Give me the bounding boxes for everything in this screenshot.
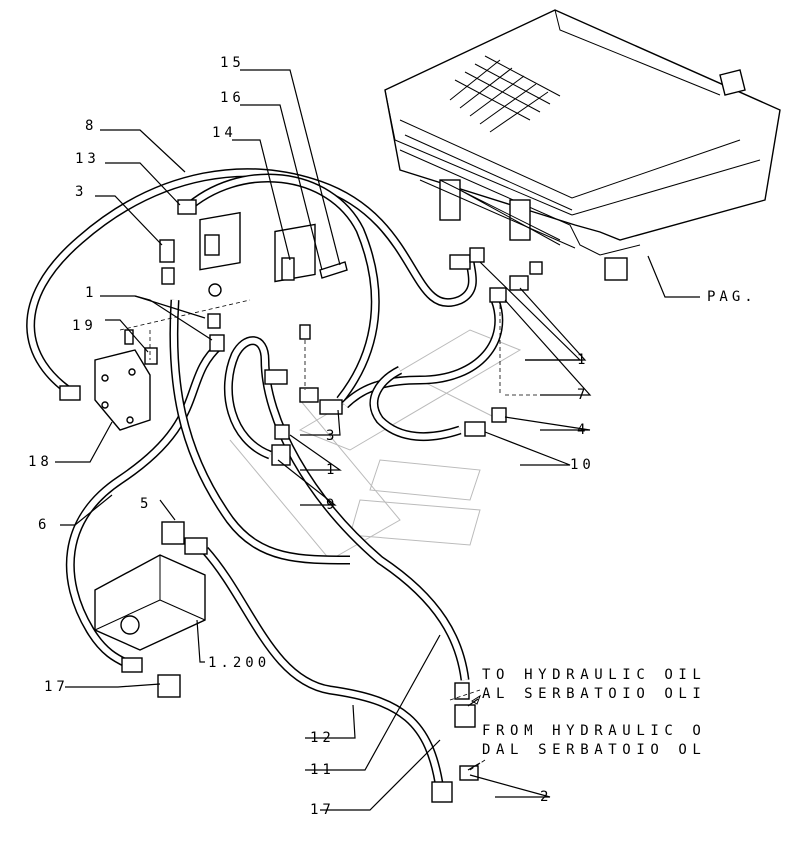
callout-1-left: 1: [85, 285, 97, 301]
callout-1-right: 1: [577, 352, 589, 368]
fittings: [59, 199, 543, 803]
callout-19: 19: [72, 318, 97, 334]
callout-7: 7: [577, 387, 589, 403]
watermark-logo: [229, 329, 522, 561]
callout-9: 9: [326, 497, 338, 513]
flow-notes: TO HYDRAULIC OIL AL SERBATOIO OLI FROM H…: [467, 667, 706, 771]
callout-page-ref: PAG.: [707, 289, 757, 305]
callout-16: 16: [220, 90, 245, 106]
callout-2: 2: [540, 789, 552, 805]
callout-4: 4: [577, 422, 589, 438]
callout-5: 5: [140, 496, 152, 512]
leader-lines: [55, 69, 700, 811]
callout-13: 13: [75, 151, 100, 167]
hoses: [26, 168, 504, 791]
seat-assembly: [384, 9, 781, 281]
callout-1-middle: 1: [326, 462, 338, 478]
callout-11: 11: [310, 762, 335, 778]
callout-1-200: 1.200: [208, 655, 270, 671]
callout-8: 8: [85, 118, 97, 134]
callout-3-middle: 3: [326, 428, 338, 444]
note-dal-serbatoio: DAL SERBATOIO OL: [482, 742, 706, 758]
callout-labels: 15 16 14 8 13 3 1 19 18 6 5 17 1.200 12 …: [28, 55, 757, 818]
callout-15: 15: [220, 55, 245, 71]
callout-10: 10: [570, 457, 595, 473]
note-al-serbatoio: AL SERBATOIO OLI: [482, 686, 706, 702]
callout-14: 14: [212, 125, 237, 141]
callout-17-bottom: 17: [310, 802, 335, 818]
callout-17-left: 17: [44, 679, 69, 695]
note-from-hydraulic-oil: FROM HYDRAULIC O: [482, 723, 706, 739]
callout-3-upper: 3: [75, 184, 87, 200]
callout-6: 6: [38, 517, 50, 533]
note-to-hydraulic-oil: TO HYDRAULIC OIL: [482, 667, 706, 683]
callout-12: 12: [310, 730, 335, 746]
callout-18: 18: [28, 454, 53, 470]
